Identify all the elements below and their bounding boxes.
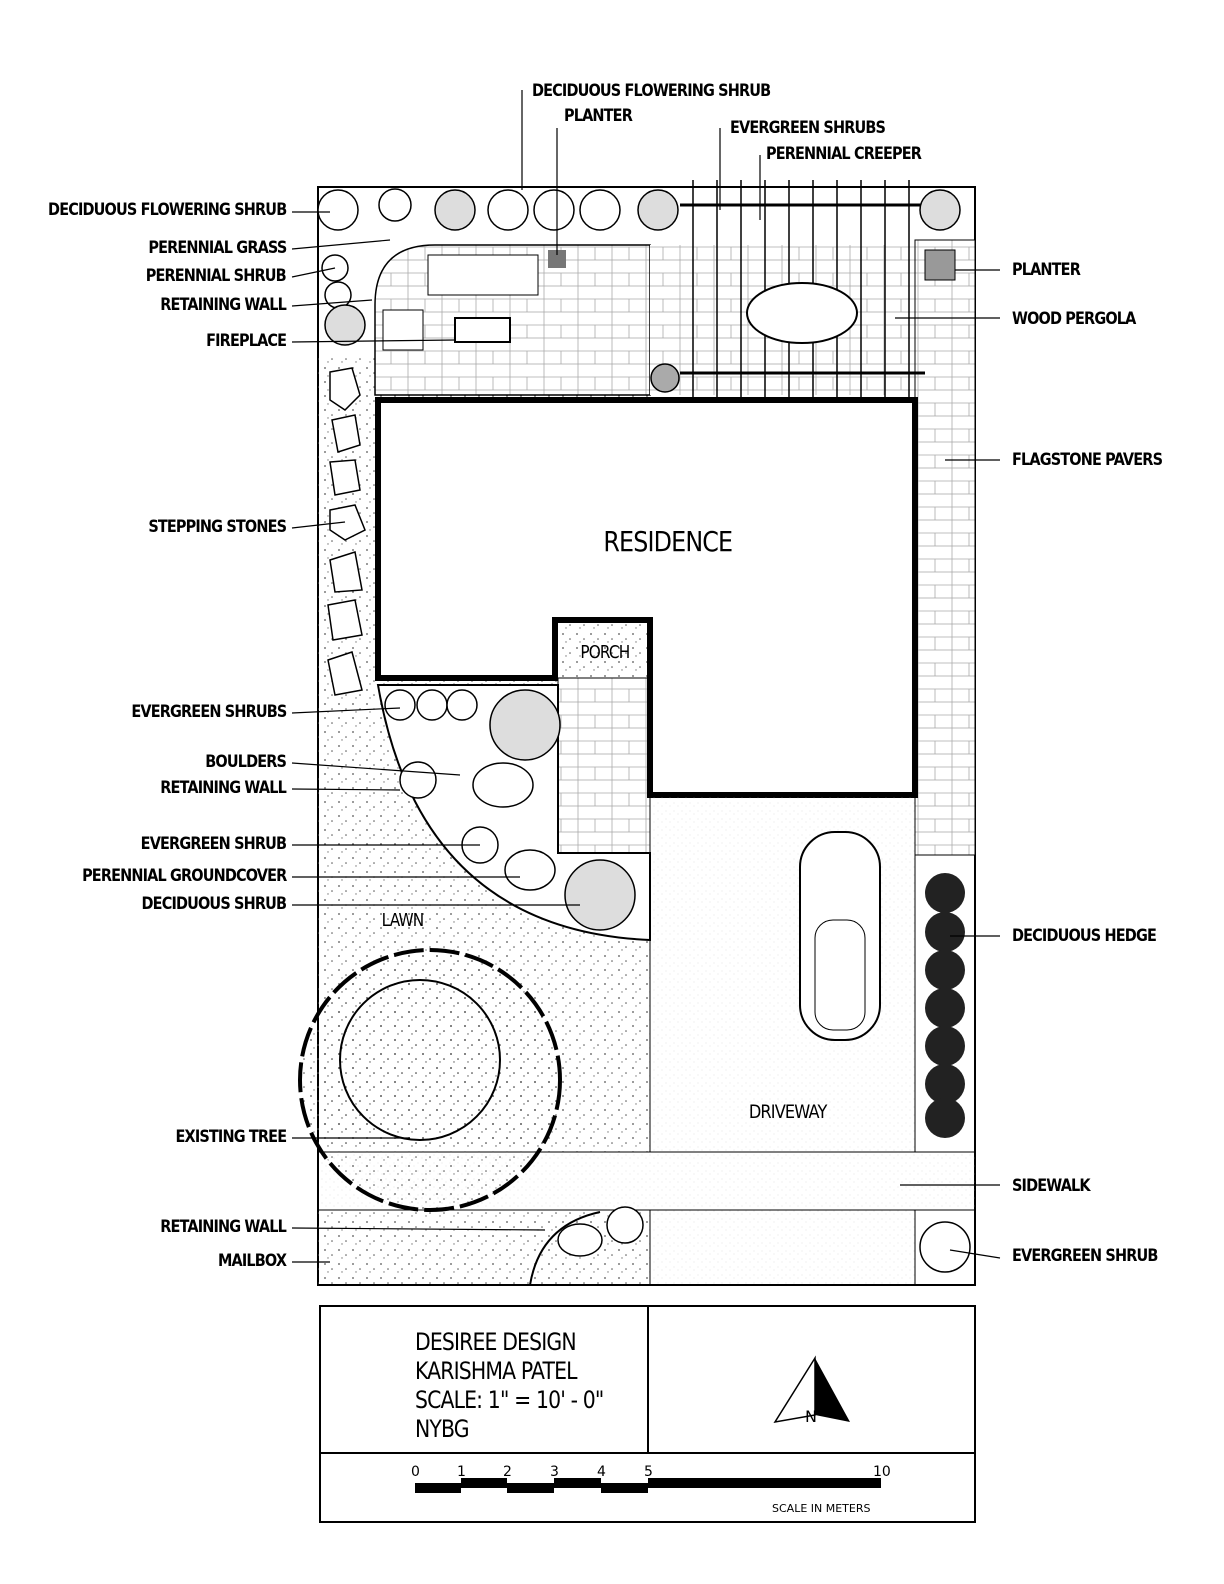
drawing-scale: SCALE: 1" = 10' - 0" bbox=[415, 1386, 604, 1414]
sofa bbox=[427, 254, 539, 296]
label-deciduous-flowering-shrub: DECIDUOUS FLOWERING SHRUB bbox=[47, 200, 287, 220]
dining-table bbox=[746, 282, 858, 344]
label-mailbox: MAILBOX bbox=[217, 1251, 287, 1271]
title-block-text: DESIREE DESIGN KARISHMA PATEL SCALE: 1" … bbox=[415, 1328, 604, 1444]
label-deciduous-hedge: DECIDUOUS HEDGE bbox=[1012, 926, 1157, 946]
label-perennial-groundcover: PERENNIAL GROUNDCOVER bbox=[81, 866, 287, 886]
leader-lines bbox=[291, 90, 1001, 1263]
planter bbox=[548, 250, 566, 268]
label-fireplace: FIREPLACE bbox=[205, 331, 287, 351]
label-stepping-stones: STEPPING STONES bbox=[148, 517, 287, 537]
scale-tick: 2 bbox=[503, 1464, 512, 1480]
organization: NYBG bbox=[415, 1415, 470, 1443]
label-perennial-shrub: PERENNIAL SHRUB bbox=[145, 266, 287, 286]
existing-tree bbox=[298, 948, 562, 1212]
label-right-evergreen-shrub: EVERGREEN SHRUB bbox=[1012, 1246, 1158, 1266]
scale-tick: 3 bbox=[550, 1464, 559, 1480]
label-top-planter: PLANTER bbox=[564, 106, 633, 126]
north-label: N bbox=[805, 1407, 817, 1426]
label-perennial-grass: PERENNIAL GRASS bbox=[147, 238, 287, 258]
label-deciduous-shrub: DECIDUOUS SHRUB bbox=[141, 894, 287, 914]
north-arrow-icon bbox=[773, 1355, 850, 1424]
label-boulders: BOULDERS bbox=[205, 752, 287, 772]
label-retaining-wall: RETAINING WALL bbox=[160, 295, 287, 315]
label-top-deciduous-flowering-shrub: DECIDUOUS FLOWERING SHRUB bbox=[532, 81, 771, 101]
scale-tick: 1 bbox=[457, 1464, 466, 1480]
flagstone-pavers bbox=[914, 239, 976, 856]
scale-tick: 0 bbox=[411, 1464, 420, 1480]
label-sidewalk: SIDEWALK bbox=[1012, 1176, 1091, 1196]
label-existing-tree: EXISTING TREE bbox=[175, 1127, 287, 1147]
label-evergreen-shrubs: EVERGREEN SHRUBS bbox=[130, 702, 287, 722]
label-top-evergreen-shrubs: EVERGREEN SHRUBS bbox=[730, 118, 886, 138]
scale-caption: SCALE IN METERS bbox=[772, 1502, 871, 1515]
residence bbox=[375, 397, 918, 798]
lawn-label: LAWN bbox=[381, 910, 425, 931]
label-right-planter: PLANTER bbox=[1012, 260, 1081, 280]
driveway-label: DRIVEWAY bbox=[748, 1101, 827, 1123]
scale-tick: 4 bbox=[597, 1464, 606, 1480]
deciduous-hedge bbox=[925, 873, 965, 1138]
label-top-perennial-creeper: PERENNIAL CREEPER bbox=[766, 144, 922, 164]
chair bbox=[382, 309, 424, 351]
label-retaining-wall-2: RETAINING WALL bbox=[160, 778, 287, 798]
label-evergreen-shrub: EVERGREEN SHRUB bbox=[140, 834, 286, 854]
scale-tick: 10 bbox=[873, 1464, 891, 1480]
planter-right bbox=[924, 249, 956, 281]
residence-label: RESIDENCE bbox=[603, 525, 733, 558]
scale-bar bbox=[415, 1478, 881, 1493]
retaining-wall-front bbox=[529, 1211, 601, 1286]
scale-tick: 5 bbox=[644, 1464, 653, 1480]
fireplace bbox=[454, 317, 511, 343]
designer-name: DESIREE DESIGN bbox=[415, 1328, 577, 1356]
client-name: KARISHMA PATEL bbox=[415, 1357, 578, 1385]
label-flagstone-pavers: FLAGSTONE PAVERS bbox=[1012, 450, 1163, 470]
stepping-stones bbox=[327, 367, 366, 696]
porch-walk bbox=[557, 677, 651, 854]
label-retaining-wall-3: RETAINING WALL bbox=[160, 1217, 287, 1237]
label-wood-pergola: WOOD PERGOLA bbox=[1012, 309, 1136, 329]
porch-label: PORCH bbox=[580, 642, 630, 663]
